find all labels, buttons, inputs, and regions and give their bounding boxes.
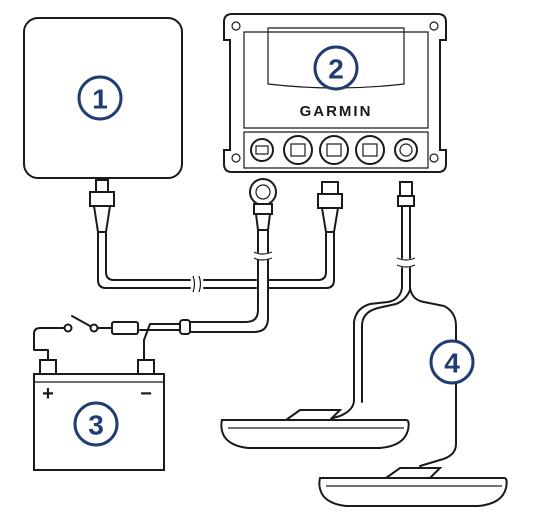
cable-break-mark (192, 275, 202, 293)
battery-positive-label: + (42, 383, 54, 405)
antenna-connector (89, 179, 115, 233)
module-unit (223, 13, 447, 173)
module-brand-label: GARMIN (300, 103, 373, 120)
antenna-cable (97, 229, 335, 289)
callout-battery-number: 3 (88, 410, 104, 441)
transducer-cable (325, 181, 457, 467)
power-cable (143, 227, 273, 361)
module-ports (250, 135, 418, 165)
callout-module-number: 2 (328, 54, 344, 85)
callout-transducer: 4 (429, 339, 475, 385)
fuse (97, 321, 159, 335)
callout-battery: 3 (73, 401, 119, 447)
transducer-lower (318, 467, 508, 507)
callout-antenna-number: 1 (92, 84, 108, 115)
transducer-upper (220, 409, 410, 449)
callout-transducer-number: 4 (444, 348, 460, 379)
battery-negative-label: − (140, 383, 152, 405)
callout-module: 2 (313, 45, 359, 91)
power-connector (249, 178, 277, 231)
module-antenna-connector (317, 181, 343, 233)
callout-antenna: 1 (77, 75, 123, 121)
switch (33, 315, 99, 361)
